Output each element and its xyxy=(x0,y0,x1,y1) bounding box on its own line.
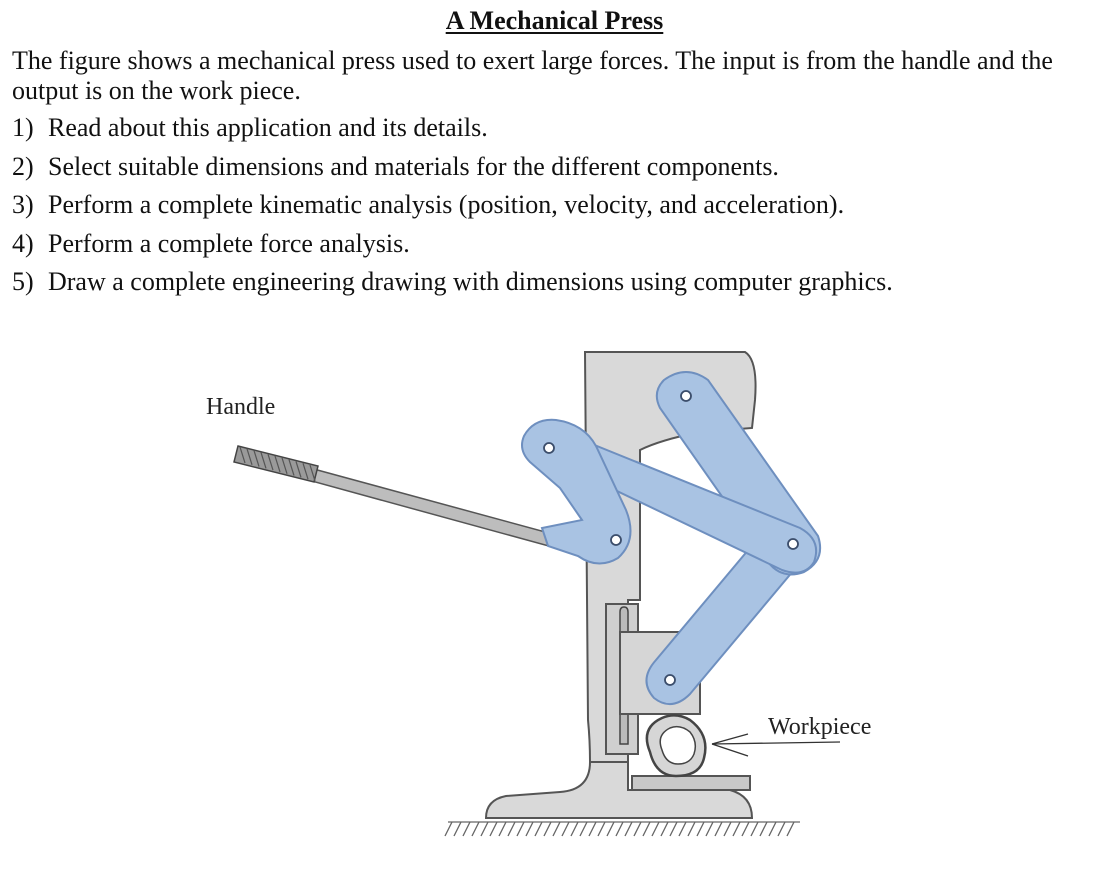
task-item: 5) Draw a complete engineering drawing wi… xyxy=(12,266,893,305)
link-upper xyxy=(655,371,822,576)
task-item: 1) Read about this application and its de… xyxy=(12,112,893,151)
hatch-line xyxy=(678,821,687,837)
handle-shaft xyxy=(307,467,561,549)
hatch-line xyxy=(570,821,579,837)
hatch-line xyxy=(615,821,624,837)
handle xyxy=(233,445,561,549)
pivot-bracket-top xyxy=(543,442,555,454)
hatch-line xyxy=(759,821,768,837)
guide-slot xyxy=(605,603,639,755)
hatch-line xyxy=(588,821,597,837)
handle-grip-knurl xyxy=(239,446,316,482)
hatch-line xyxy=(786,821,795,837)
hatch-line xyxy=(741,821,750,837)
knurl-line xyxy=(295,461,302,478)
knurl-line xyxy=(288,459,295,476)
hatch-line xyxy=(507,821,516,837)
knurl-line xyxy=(302,463,309,480)
workpiece-label: Workpiece xyxy=(768,714,872,740)
hatch-line xyxy=(651,821,660,837)
hatch-line xyxy=(579,821,588,837)
task-number: 3) xyxy=(12,190,34,219)
hatch-line xyxy=(525,821,534,837)
hatch-line xyxy=(444,821,453,837)
task-number: 4) xyxy=(12,228,34,258)
hatch-line xyxy=(642,821,651,837)
hatch-line xyxy=(687,821,696,837)
knurl-line xyxy=(274,455,281,473)
pivot-top xyxy=(680,390,692,402)
hatch-line xyxy=(543,821,552,837)
workpiece-inner xyxy=(659,725,697,765)
hatch-line xyxy=(453,821,462,837)
hatch-line xyxy=(732,821,741,837)
hatch-line xyxy=(552,821,561,837)
task-number: 5) xyxy=(12,267,34,296)
task-number: 2) xyxy=(12,151,34,181)
workpiece xyxy=(645,714,707,778)
pivot-ram xyxy=(664,674,676,686)
pivot-middle xyxy=(787,538,799,550)
handle-grip xyxy=(233,445,319,483)
task-item: 3) Perform a complete kinematic analysis … xyxy=(12,189,893,228)
frame-base xyxy=(484,761,754,819)
ground-hatch xyxy=(444,821,800,837)
frame-column xyxy=(583,351,757,763)
hatch-line xyxy=(480,821,489,837)
hatch-line xyxy=(705,821,714,837)
hatch-line xyxy=(723,821,732,837)
hatch-line xyxy=(561,821,570,837)
knurl-line xyxy=(267,454,274,471)
hatch-line xyxy=(777,821,786,837)
intro-paragraph: The figure shows a mechanical press used… xyxy=(12,46,1053,105)
link-coupler xyxy=(557,428,818,574)
hatch-line xyxy=(462,821,471,837)
task-number: 1) xyxy=(12,113,34,142)
hatch-line xyxy=(624,821,633,837)
pivot-bracket-bottom xyxy=(610,534,622,546)
hatch-line xyxy=(714,821,723,837)
knurl-line xyxy=(246,448,253,465)
ram-block xyxy=(619,631,701,715)
task-item: 4) Perform a complete force analysis. xyxy=(12,228,893,267)
hatch-line xyxy=(669,821,678,837)
hatch-line xyxy=(768,821,777,837)
hatch-line xyxy=(696,821,705,837)
handle-bracket xyxy=(521,418,632,565)
task-text: Perform a complete kinematic analysis (p… xyxy=(48,190,845,219)
hatch-line xyxy=(534,821,543,837)
hatch-line xyxy=(660,821,669,837)
knurl-line xyxy=(253,450,260,467)
document-title: A Mechanical Press xyxy=(445,6,664,35)
handle-label: Handle xyxy=(206,394,276,420)
task-text: Select suitable dimensions and materials… xyxy=(48,151,779,181)
task-text: Draw a complete engineering drawing with… xyxy=(48,267,893,296)
knurl-line xyxy=(260,452,267,469)
link-lower xyxy=(645,516,813,705)
hatch-line xyxy=(750,821,759,837)
guide-rail xyxy=(619,606,629,745)
knurl-line xyxy=(309,464,316,482)
pivot-pins xyxy=(543,390,799,686)
hatch-line xyxy=(597,821,606,837)
hatch-line xyxy=(489,821,498,837)
task-item: 2) Select suitable dimensions and materia… xyxy=(12,151,893,190)
hatch-line xyxy=(471,821,480,837)
hatch-line xyxy=(516,821,525,837)
knurl-line xyxy=(239,446,246,464)
task-list: 1) Read about this application and its de… xyxy=(12,112,893,305)
hatch-line xyxy=(633,821,642,837)
hatch-line xyxy=(606,821,615,837)
hatch-line xyxy=(498,821,507,837)
task-text: Perform a complete force analysis. xyxy=(48,228,410,258)
knurl-line xyxy=(281,457,288,474)
task-text: Read about this application and its deta… xyxy=(48,113,488,142)
anvil-plate xyxy=(631,775,751,791)
